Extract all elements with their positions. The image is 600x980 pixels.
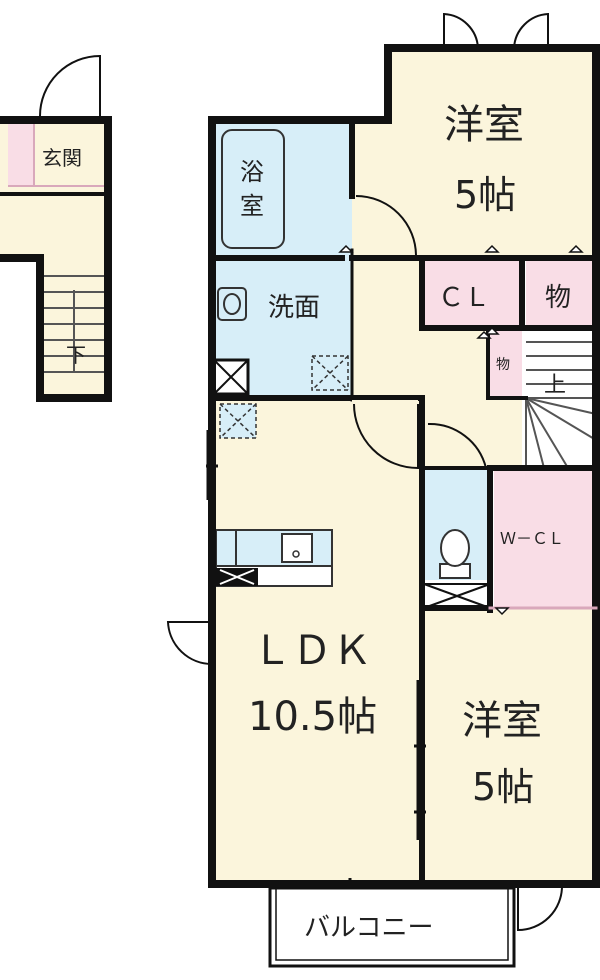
storage-2-label: 物 xyxy=(496,357,510,373)
bath-label-char: 浴 xyxy=(240,158,264,186)
window-marks xyxy=(206,430,426,890)
entrance-block: 下 玄関 xyxy=(0,54,112,402)
walls xyxy=(208,44,600,888)
threshold-marks xyxy=(338,244,584,616)
walk-in-closet-floor xyxy=(494,468,596,608)
toilet-icon xyxy=(439,529,471,579)
hall-lower-floor xyxy=(422,398,522,468)
ldk-name: ＬＤＫ xyxy=(252,628,372,674)
window-door-1 xyxy=(443,12,479,49)
bathtub xyxy=(221,129,285,249)
openings xyxy=(352,196,430,466)
closet-floor xyxy=(422,258,522,326)
ldk-door xyxy=(353,403,419,470)
balcony xyxy=(268,886,516,968)
wash-basin xyxy=(217,287,247,321)
window-door-2 xyxy=(513,12,549,49)
western-room-bottom-floor xyxy=(422,608,596,882)
entrance-door-swing xyxy=(39,54,101,118)
stairs-upper-treads xyxy=(525,341,597,469)
ldk-side-door xyxy=(166,621,213,666)
entrance-door xyxy=(40,60,100,120)
bath-label-char: 室 xyxy=(240,192,264,220)
ldk-size: 10.5帖 xyxy=(248,694,377,740)
toilet-door xyxy=(427,422,488,469)
ldk-floor xyxy=(212,400,422,882)
door-swings xyxy=(166,12,563,932)
western-room-top-name: 洋室 xyxy=(444,102,524,148)
western-room-bottom-name: 洋室 xyxy=(462,698,542,744)
bath-label: 浴室 xyxy=(240,158,264,220)
entrance-label: 玄関 xyxy=(42,146,82,170)
balcony-door xyxy=(517,885,563,932)
washroom-label: 洗面 xyxy=(268,293,320,323)
storage-2-floor xyxy=(490,328,522,396)
western-room-bottom-size: 5帖 xyxy=(472,765,534,809)
storage-1-label: 物 xyxy=(545,283,571,313)
room-fills xyxy=(212,50,596,882)
stair-treads xyxy=(40,275,108,373)
kitchen-counter xyxy=(215,529,333,587)
entrance-walls xyxy=(0,116,112,402)
closet-label: ＣＬ xyxy=(438,283,490,313)
stairs-upper-label: 上 xyxy=(544,373,566,398)
walk-in-closet-label: Ｗ－ＣＬ xyxy=(500,529,564,548)
washer-pan xyxy=(311,355,349,391)
hall-door xyxy=(355,195,418,257)
sink-icon xyxy=(281,533,313,563)
storage-1-floor xyxy=(526,258,596,326)
western-room-top-floor xyxy=(352,50,596,258)
shoe-box xyxy=(8,124,34,186)
stairs-lower-label: 下 xyxy=(66,343,86,367)
western-room-top-size: 5帖 xyxy=(454,173,516,217)
balcony-label: バルコニー xyxy=(304,913,433,943)
